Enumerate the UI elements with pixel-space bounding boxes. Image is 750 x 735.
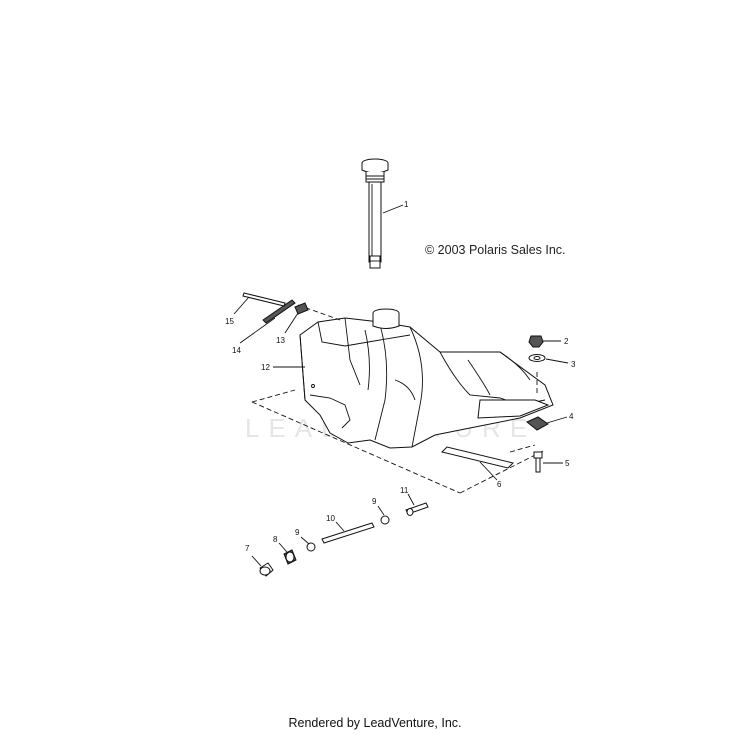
part-6-strap[interactable] (441, 446, 514, 469)
part-15-rod[interactable] (242, 292, 286, 307)
callout-8: 8 (273, 535, 278, 544)
part-5-bolt[interactable] (533, 451, 543, 473)
callout-1: 1 (404, 200, 409, 209)
callout-12: 12 (261, 363, 270, 372)
part-2-nut[interactable] (528, 335, 544, 348)
callout-4: 4 (569, 412, 574, 421)
callout-13: 13 (276, 336, 285, 345)
part-10-rod[interactable] (321, 522, 375, 544)
callout-14: 14 (232, 346, 241, 355)
callout-2: 2 (564, 337, 569, 346)
leader-lines (233, 204, 569, 567)
footer-credit: Rendered by LeadVenture, Inc. (288, 716, 462, 730)
callout-5: 5 (565, 459, 570, 468)
callout-9-left: 9 (295, 528, 300, 537)
part-7-clamp[interactable] (259, 562, 274, 577)
callout-3: 3 (571, 360, 576, 369)
part-8-grommet[interactable] (283, 549, 297, 565)
part-9-bushing-left[interactable] (306, 542, 316, 552)
callout-labels: 1 2 3 4 5 6 7 8 9 9 10 11 12 13 14 15 (225, 200, 576, 553)
fuel-tank-body[interactable] (299, 308, 554, 449)
callout-9-right: 9 (372, 497, 377, 506)
part-13-fastener[interactable] (294, 302, 309, 315)
part-9-bushing-right[interactable] (380, 515, 390, 525)
callout-15: 15 (225, 317, 234, 326)
callout-10: 10 (326, 514, 335, 523)
callout-11: 11 (400, 486, 409, 495)
part-3-washer[interactable] (528, 354, 546, 362)
callout-7: 7 (245, 544, 250, 553)
copyright-text: © 2003 Polaris Sales Inc. (425, 243, 566, 257)
part-14-strap[interactable] (262, 299, 296, 324)
callout-6: 6 (497, 480, 502, 489)
part-4-pad[interactable] (526, 416, 549, 431)
part-11-pin[interactable] (405, 502, 429, 516)
part-1-fuel-sender[interactable] (361, 158, 389, 269)
